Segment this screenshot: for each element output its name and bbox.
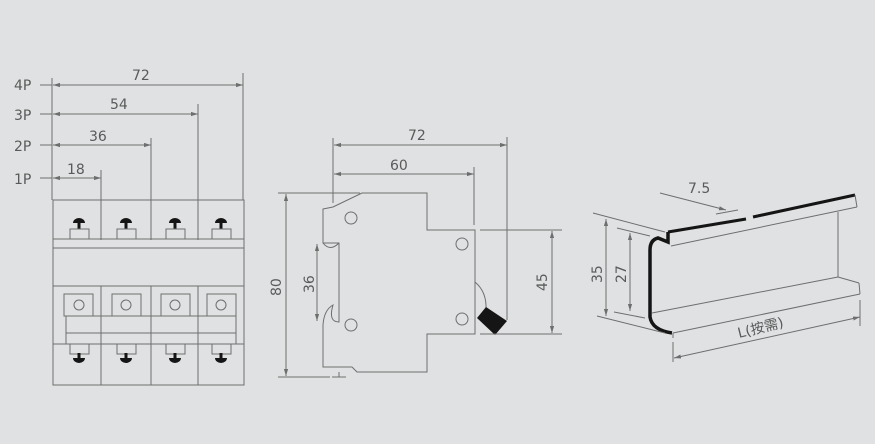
side-dimensions: 72 60 80 36 45 — [269, 128, 562, 378]
label-4p: 4P — [14, 78, 31, 94]
din-rail: 35 27 7.5 L(按需) — [590, 181, 861, 362]
dim-36: 36 — [302, 275, 318, 293]
breaker-body — [52, 199, 245, 386]
rail-dimensions: 35 27 7.5 L(按需) — [590, 181, 861, 362]
label-3p: 3P — [14, 108, 31, 124]
front-view: 4P 3P 2P 1P 72 54 36 18 — [14, 68, 245, 386]
handle — [477, 307, 507, 335]
dim-35: 35 — [590, 265, 606, 283]
dim-length: L(按需) — [736, 315, 785, 342]
side-view: 72 60 80 36 45 — [269, 128, 562, 378]
dim-7-5: 7.5 — [688, 181, 710, 197]
dim-36: 36 — [89, 129, 107, 145]
label-2p: 2P — [14, 139, 31, 155]
label-1p: 1P — [14, 172, 31, 188]
dim-depth-72: 72 — [408, 128, 426, 144]
dim-72: 72 — [132, 68, 150, 84]
terminals — [63, 218, 237, 363]
dim-27: 27 — [614, 265, 630, 283]
width-dimensions: 4P 3P 2P 1P 72 54 36 18 — [14, 68, 244, 240]
dim-18: 18 — [67, 162, 85, 178]
dim-45: 45 — [535, 273, 551, 291]
dim-54: 54 — [110, 97, 128, 113]
dim-depth-60: 60 — [390, 158, 408, 174]
dim-height-80: 80 — [269, 278, 285, 296]
